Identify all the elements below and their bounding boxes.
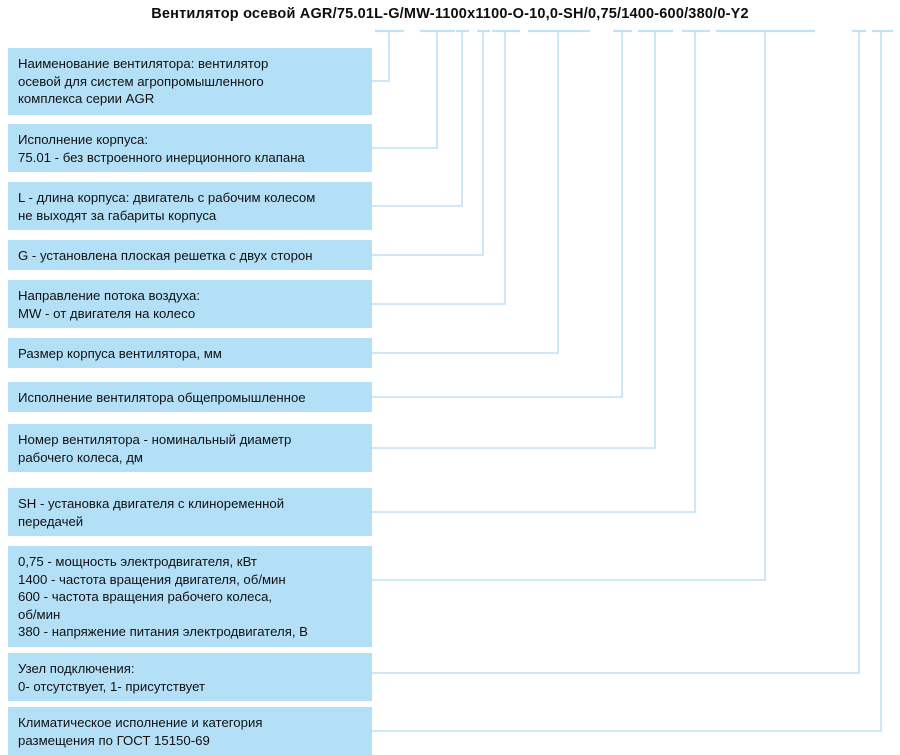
callout-box-climate-category: Климатическое исполнение и категория раз… (8, 707, 372, 755)
leader-housing-version (372, 29, 455, 149)
leader-housing-size (372, 29, 590, 354)
callout-text: Направление потока воздуха: MW - от двиг… (18, 288, 201, 321)
callout-box-motor-params: 0,75 - мощность электродвигателя, кВт 14… (8, 546, 372, 647)
leader-name (372, 29, 404, 82)
callout-box-name: Наименование вентилятора: вентилятор осе… (8, 48, 372, 115)
page-title: Вентилятор осевой AGR/75.01L-G/MW-1100x1… (151, 6, 749, 22)
callout-box-housing-length: L - длина корпуса: двигатель с рабочим к… (8, 182, 372, 230)
leader-housing-length (372, 29, 469, 207)
callout-box-belt-drive: SH - установка двигателя с клиноременной… (8, 488, 372, 536)
leader-climate-category (372, 29, 893, 732)
callout-text: Климатическое исполнение и категория раз… (18, 715, 263, 748)
callout-text: Исполнение корпуса: 75.01 - без встроенн… (18, 132, 305, 165)
callout-text: L - длина корпуса: двигатель с рабочим к… (18, 190, 316, 223)
callout-text: SH - установка двигателя с клиноременной… (18, 496, 285, 529)
callout-text: Узел подключения: 0- отсутствует, 1- при… (18, 661, 206, 694)
callout-text: Номер вентилятора - номинальный диаметр … (18, 432, 292, 465)
callout-box-fan-number: Номер вентилятора - номинальный диаметр … (8, 424, 372, 472)
callout-text: Исполнение вентилятора общепромышленное (18, 390, 306, 405)
leader-general-industrial (372, 29, 632, 398)
callout-box-housing-version: Исполнение корпуса: 75.01 - без встроенн… (8, 124, 372, 172)
callout-box-housing-size: Размер корпуса вентилятора, мм (8, 338, 372, 368)
callout-box-grille: G - установлена плоская решетка с двух с… (8, 240, 372, 270)
leader-grille (372, 29, 490, 256)
leader-motor-params (372, 29, 815, 581)
callout-text: G - установлена плоская решетка с двух с… (18, 248, 313, 263)
callout-text: Размер корпуса вентилятора, мм (18, 346, 222, 361)
leader-airflow-direction (372, 29, 520, 305)
callout-box-general-industrial: Исполнение вентилятора общепромышленное (8, 382, 372, 412)
callout-box-connection-unit: Узел подключения: 0- отсутствует, 1- при… (8, 653, 372, 701)
leader-fan-number (372, 29, 673, 449)
callout-box-airflow-direction: Направление потока воздуха: MW - от двиг… (8, 280, 372, 328)
callout-text: 0,75 - мощность электродвигателя, кВт 14… (18, 554, 308, 640)
leader-belt-drive (372, 29, 710, 513)
callout-text: Наименование вентилятора: вентилятор осе… (18, 56, 269, 107)
leader-connection-unit (372, 29, 866, 674)
